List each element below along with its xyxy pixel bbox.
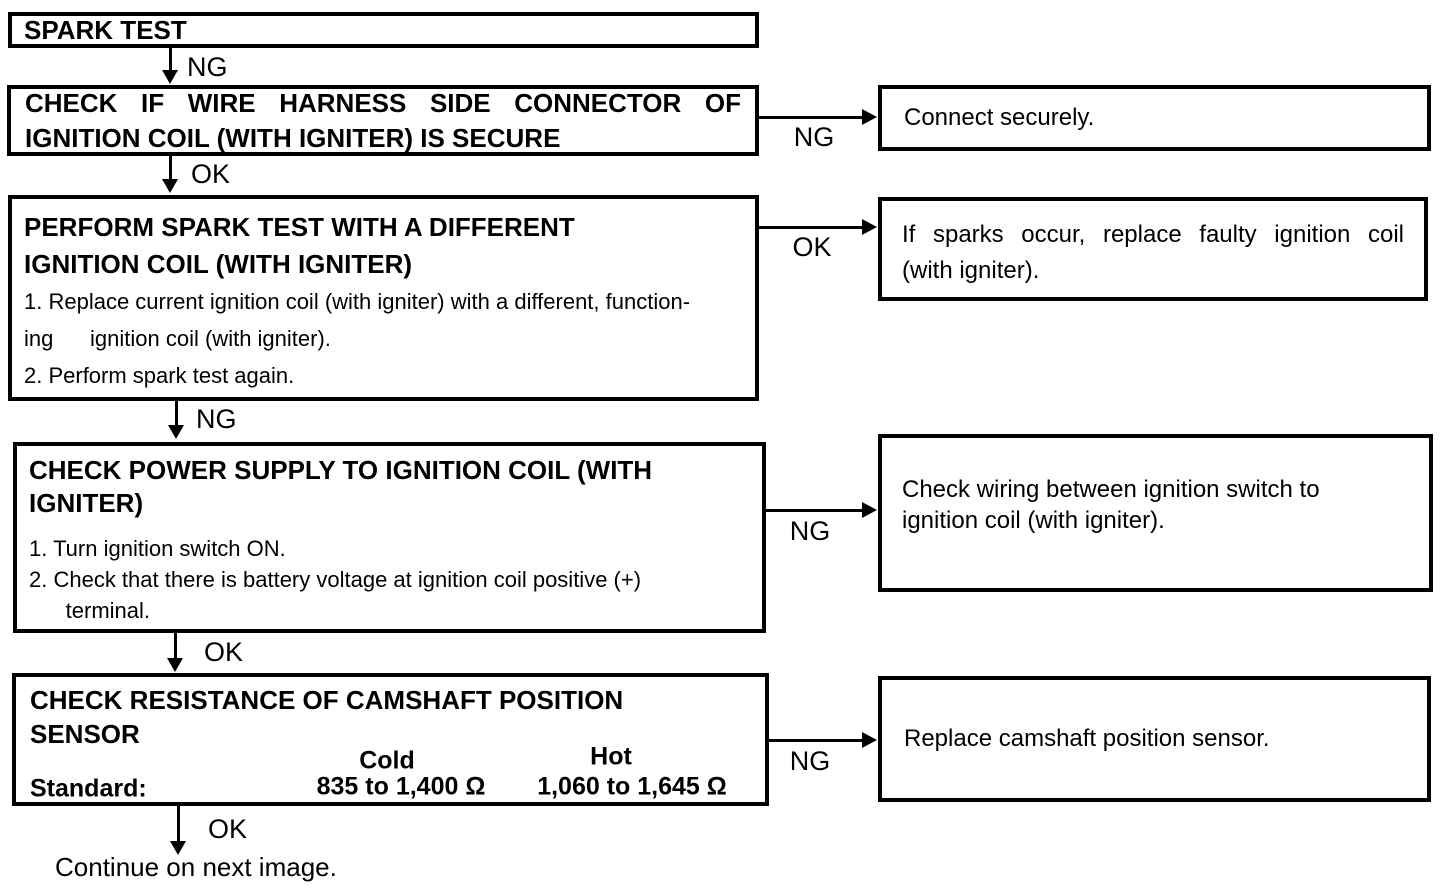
label-ng-h4: NG: [789, 746, 831, 776]
result-box-replace-sensor: Replace camshaft position sensor.: [878, 676, 1431, 802]
arrow-down-3-head: [168, 425, 184, 439]
arrow-right-3-head: [862, 502, 877, 518]
step-box-check-power-supply: CHECK POWER SUPPLY TO IGNITION COIL (WIT…: [13, 442, 766, 633]
step-box-perform-spark-test: PERFORM SPARK TEST WITH A DIFFERENT IGNI…: [8, 195, 759, 401]
step-instruction-2: 2. Check that there is battery voltage a…: [29, 567, 642, 592]
arrow-down-5-head: [170, 841, 186, 855]
result-text-line-2: ignition coil (with igniter).: [902, 507, 1165, 534]
arrow-down-4-line: [174, 633, 177, 660]
step-title-line-2: IGNITION COIL (WITH IGNITER): [24, 249, 413, 279]
step-instruction-2b: terminal.: [29, 598, 151, 623]
step-instruction-1: 1. Turn ignition switch ON.: [29, 536, 286, 561]
standard-label: Standard:: [30, 774, 147, 803]
arrow-right-1-line: [758, 116, 862, 119]
arrow-down-2-line: [169, 155, 172, 181]
step-box-check-connector: CHECK IF WIRE HARNESS SIDE CONNECTOR OF …: [7, 85, 759, 156]
step-title-line-2: IGNITER): [29, 488, 144, 518]
step-title-line-1: PERFORM SPARK TEST WITH A DIFFERENT: [24, 212, 575, 242]
arrow-right-1-head: [862, 109, 877, 125]
arrow-down-1-line: [169, 47, 172, 72]
hot-column-header: Hot: [590, 742, 632, 771]
label-ok-2: OK: [191, 159, 231, 189]
step-title-line-1: CHECK RESISTANCE OF CAMSHAFT POSITION: [30, 685, 624, 715]
arrow-right-4-line: [768, 739, 862, 742]
step-title-line-2: IGNITION COIL (WITH IGNITER) IS SECURE: [25, 122, 561, 153]
label-ok-5: OK: [208, 814, 248, 844]
cold-resistance-value: 835 to 1,400 Ω: [316, 772, 486, 801]
label-ng-1: NG: [187, 52, 228, 82]
arrow-right-2-line: [758, 226, 862, 229]
result-text-line-1: If sparks occur, replace faulty ignition…: [902, 221, 1404, 248]
cold-column-header: Cold: [359, 746, 415, 775]
step-box-spark-test: SPARK TEST: [8, 12, 759, 48]
arrow-down-5-line: [177, 805, 180, 843]
arrow-down-4-head: [167, 658, 183, 672]
step-instruction-1b: ing ignition coil (with igniter).: [24, 326, 331, 351]
step-title-line-1: CHECK IF WIRE HARNESS SIDE CONNECTOR OF: [25, 87, 741, 118]
result-text-line-1: Check wiring between ignition switch to: [902, 476, 1320, 503]
arrow-right-2-head: [862, 219, 877, 235]
label-ng-h1: NG: [793, 122, 835, 152]
step-instruction-2: 2. Perform spark test again.: [24, 363, 295, 388]
step-instruction-1: 1. Replace current ignition coil (with i…: [24, 289, 691, 314]
label-ok-h2: OK: [792, 232, 832, 262]
result-box-replace-faulty-coil: If sparks occur, replace faulty ignition…: [878, 197, 1428, 301]
step-title-line-2: SENSOR: [30, 719, 140, 749]
arrow-down-1-head: [162, 70, 178, 84]
label-ng-h3: NG: [789, 516, 831, 546]
result-text: Connect securely.: [904, 104, 1095, 131]
step-box-check-resistance: CHECK RESISTANCE OF CAMSHAFT POSITION SE…: [12, 673, 769, 806]
arrow-down-2-head: [162, 179, 178, 193]
hot-resistance-value: 1,060 to 1,645 Ω: [537, 772, 727, 801]
step-title: SPARK TEST: [24, 14, 187, 45]
result-text: Replace camshaft position sensor.: [904, 725, 1270, 752]
arrow-right-4-head: [862, 732, 877, 748]
arrow-right-3-line: [765, 509, 862, 512]
step-title-line-1: CHECK POWER SUPPLY TO IGNITION COIL (WIT…: [29, 455, 653, 485]
result-box-connect-securely: Connect securely.: [878, 85, 1431, 151]
label-ok-4: OK: [204, 637, 244, 667]
continue-note: Continue on next image.: [55, 852, 337, 882]
result-box-check-wiring: Check wiring between ignition switch to …: [878, 434, 1433, 592]
label-ng-3: NG: [196, 404, 237, 434]
arrow-down-3-line: [175, 400, 178, 427]
result-text-line-2: (with igniter).: [902, 257, 1040, 284]
